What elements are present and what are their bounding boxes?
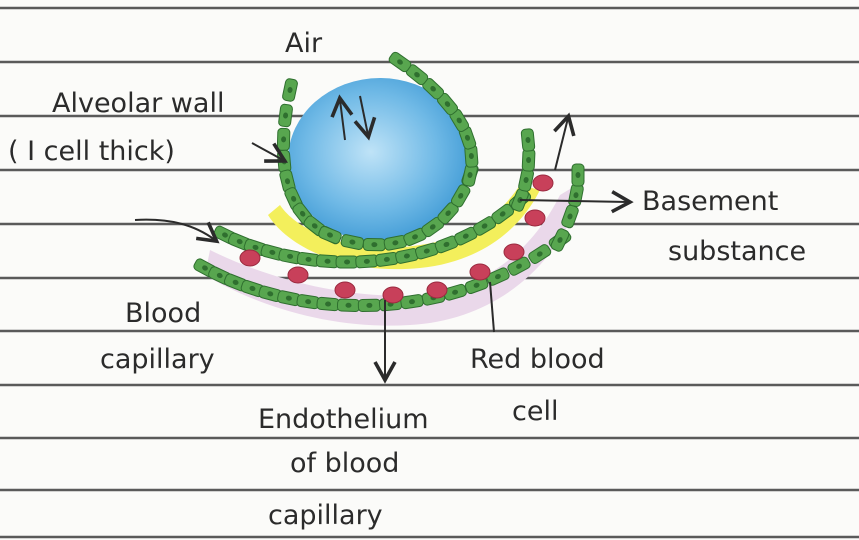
endothelial-cell — [358, 299, 380, 312]
label-substance: substance — [668, 236, 806, 267]
alveolar-cell — [278, 104, 293, 127]
red-blood-cell — [525, 210, 545, 226]
red-blood-cell — [240, 250, 260, 266]
label-basement: Basement — [642, 186, 778, 217]
alveolar-cell — [363, 238, 385, 250]
endothelial-cell — [317, 297, 340, 311]
red-blood-cell — [427, 282, 447, 298]
endothelial-cell — [400, 294, 424, 309]
alveolar-cell — [282, 78, 298, 102]
label-cell: cell — [512, 396, 558, 427]
label-blood: Blood — [125, 298, 201, 329]
endothelial-cell — [522, 149, 535, 172]
endothelial-cell — [316, 255, 339, 268]
endothelial-cell — [336, 256, 358, 268]
endothelial-cell — [337, 299, 359, 312]
label-air: Air — [285, 28, 323, 59]
label-capillary: capillary — [100, 344, 215, 375]
label-endo-capillary: capillary — [268, 500, 383, 531]
endothelial-cell — [568, 183, 584, 207]
alveolar-cell — [277, 150, 291, 173]
red-blood-cell — [335, 282, 355, 298]
red-blood-cell — [504, 244, 524, 260]
alveolar-cell — [277, 128, 290, 150]
label-of-blood: of blood — [290, 448, 399, 479]
endothelial-cell — [356, 255, 379, 268]
label-one-cell-thick: ( I cell thick) — [8, 136, 175, 167]
endothelial-cell — [572, 164, 584, 186]
endothelial-cell — [375, 252, 398, 267]
blood-flow-out-arrow — [555, 118, 568, 170]
endothelial-cell — [521, 128, 535, 151]
blood-flow-in-arrow — [135, 220, 215, 240]
red-blood-cell — [288, 267, 308, 283]
red-blood-cell — [470, 264, 490, 280]
endothelial-cell — [296, 294, 320, 309]
label-alveolar-wall: Alveolar wall — [52, 88, 224, 119]
pointer-basement — [520, 200, 628, 202]
label-red-blood: Red blood — [470, 344, 605, 375]
label-endothelium: Endothelium — [258, 404, 429, 435]
red-blood-cell — [533, 175, 553, 191]
